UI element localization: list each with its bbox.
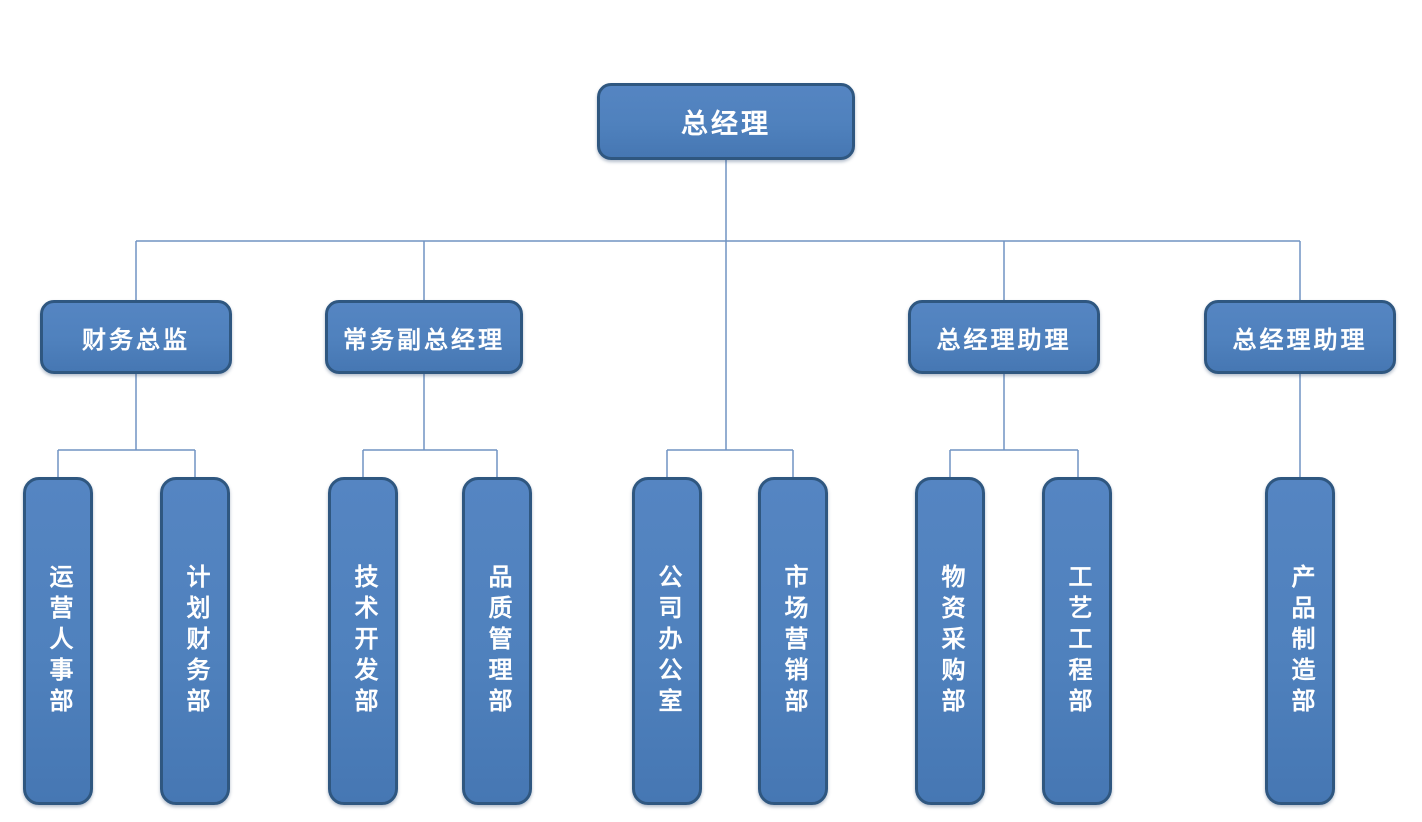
node-dept-process-engineering: 工艺工程部 — [1042, 477, 1112, 805]
node-dept-planning-finance-label: 计划财务部 — [182, 563, 208, 719]
node-dept-marketing: 市场营销部 — [758, 477, 828, 805]
node-general-manager: 总经理 — [597, 83, 855, 160]
node-dept-operations-hr: 运营人事部 — [23, 477, 93, 805]
node-dept-product-manufacturing-label: 产品制造部 — [1287, 563, 1313, 719]
node-finance-director: 财务总监 — [40, 300, 232, 374]
node-dept-company-office: 公司办公室 — [632, 477, 702, 805]
node-gm-assistant-2-label: 总经理助理 — [1232, 327, 1368, 354]
node-gm-assistant-1: 总经理助理 — [908, 300, 1100, 374]
node-executive-deputy-gm-label: 常务副总经理 — [343, 327, 505, 354]
node-finance-director-label: 财务总监 — [82, 327, 190, 354]
node-dept-marketing-label: 市场营销部 — [780, 563, 806, 719]
node-dept-quality-management: 品质管理部 — [462, 477, 532, 805]
node-general-manager-label: 总经理 — [681, 109, 771, 139]
node-dept-tech-development: 技术开发部 — [328, 477, 398, 805]
node-executive-deputy-gm: 常务副总经理 — [325, 300, 523, 374]
node-gm-assistant-2: 总经理助理 — [1204, 300, 1396, 374]
node-dept-quality-management-label: 品质管理部 — [484, 563, 510, 719]
node-dept-operations-hr-label: 运营人事部 — [45, 563, 71, 719]
node-dept-materials-procurement-label: 物资采购部 — [937, 563, 963, 719]
node-dept-planning-finance: 计划财务部 — [160, 477, 230, 805]
node-dept-materials-procurement: 物资采购部 — [915, 477, 985, 805]
node-dept-product-manufacturing: 产品制造部 — [1265, 477, 1335, 805]
node-dept-tech-development-label: 技术开发部 — [350, 563, 376, 719]
node-dept-process-engineering-label: 工艺工程部 — [1064, 563, 1090, 719]
node-gm-assistant-1-label: 总经理助理 — [936, 327, 1072, 354]
node-dept-company-office-label: 公司办公室 — [654, 563, 680, 719]
